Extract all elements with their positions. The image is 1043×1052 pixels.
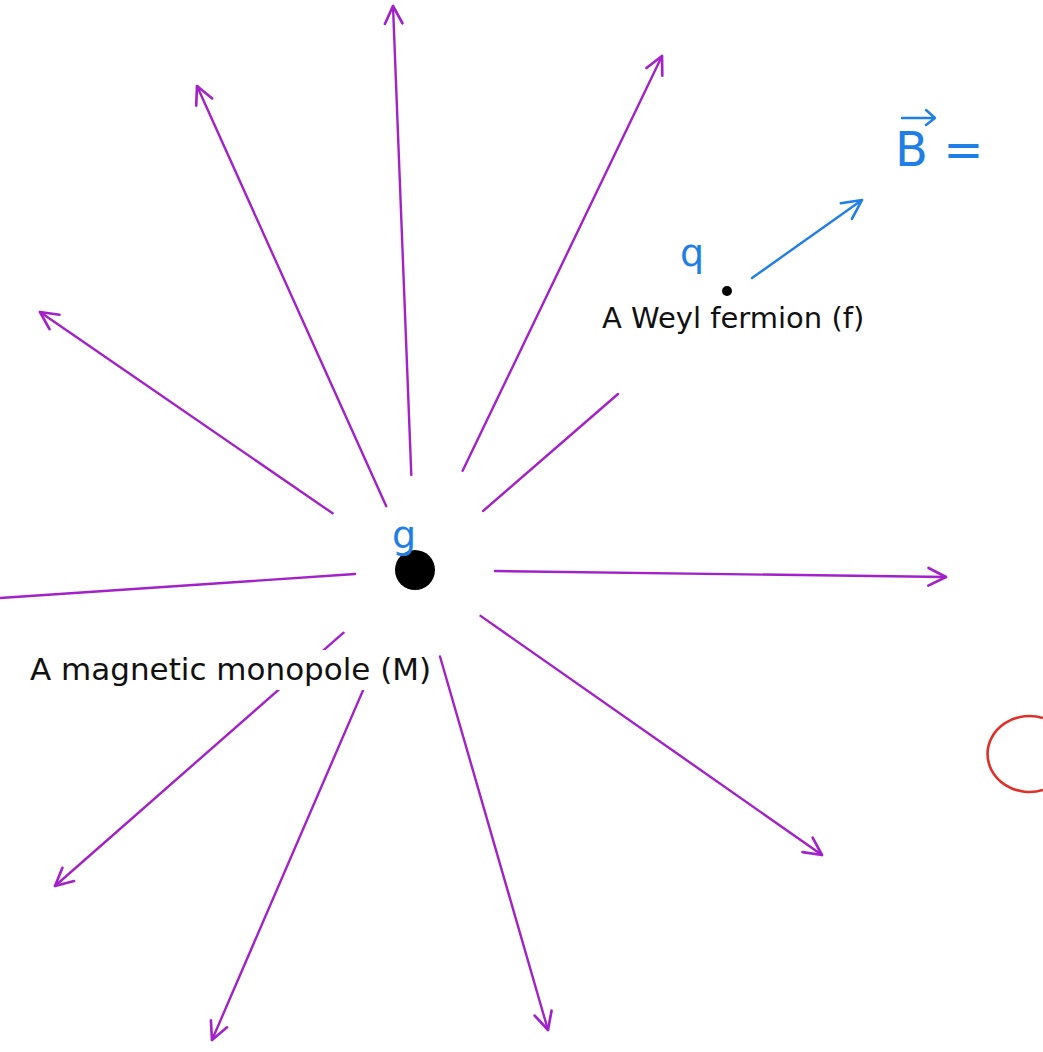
field-line (495, 571, 946, 577)
field-line (393, 6, 411, 475)
field-line (212, 653, 379, 1040)
field-line (0, 574, 355, 598)
cut-off-circle (988, 716, 1043, 792)
field-line (440, 656, 548, 1030)
charge-symbol: q (680, 232, 704, 276)
field-line (481, 616, 822, 855)
fermion-label: A Weyl fermion (f) (598, 300, 868, 337)
field-line (40, 312, 333, 513)
field-line (463, 56, 662, 471)
fermion-dot (722, 286, 732, 296)
field-line (483, 394, 618, 511)
field-lines (0, 6, 946, 1040)
field-line (197, 86, 386, 506)
field-vector (752, 200, 862, 278)
field-symbol: B = (895, 122, 983, 177)
magnetic-charge-symbol: g (392, 514, 416, 558)
monopole-label: A magnetic monopole (M) (26, 650, 435, 690)
